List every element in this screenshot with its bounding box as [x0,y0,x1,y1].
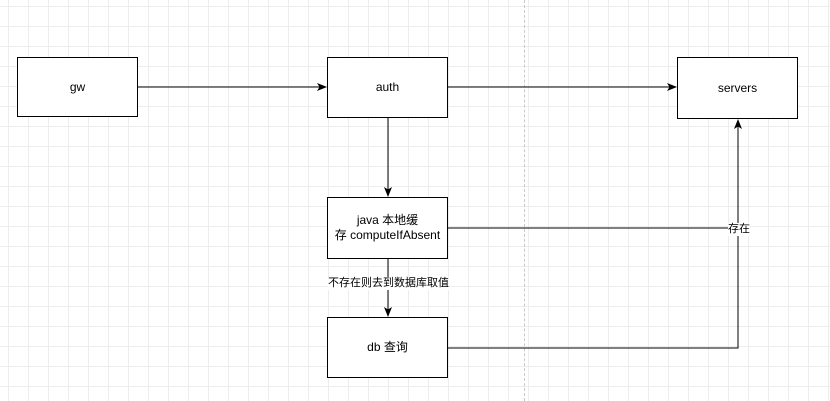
node-gw[interactable]: gw [17,57,138,117]
node-java-local-cache[interactable]: java 本地缓 存 computeIfAbsent [327,197,448,259]
edge-cache-to-servers [448,119,742,229]
edge-db-to-servers [448,230,739,349]
edge-label-cache-miss: 不存在则去到数据库取值 [328,277,449,290]
node-db-query[interactable]: db 查询 [327,317,448,378]
page-break-line [524,0,525,401]
edge-label-cache-hit: 存在 [728,223,750,236]
node-servers[interactable]: servers [677,57,798,119]
node-auth[interactable]: auth [327,57,448,118]
